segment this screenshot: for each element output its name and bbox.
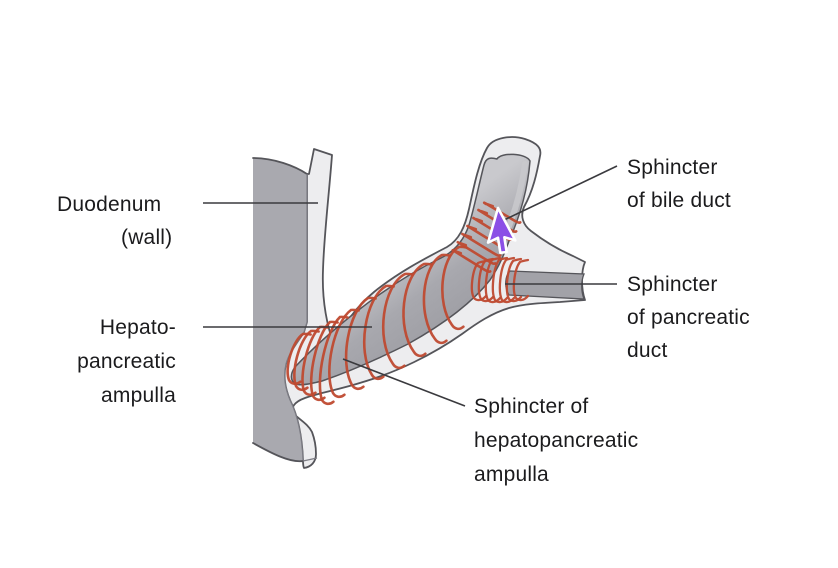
sphincter-ring [402, 262, 433, 358]
sphincter-ring [441, 245, 468, 331]
leader-line-hpa-sphincter [342, 358, 466, 407]
sphincter-ring [484, 256, 502, 304]
sphincter-ring [512, 258, 530, 302]
label-sphincter-bile-duct: Sphincter of bile duct [627, 156, 731, 212]
sphincter-ring [461, 232, 502, 258]
sphincter-ring [498, 256, 516, 304]
sphincter-ring [309, 320, 339, 402]
label-sphincter-hpa: Sphincter of hepatopancreatic ampulla [474, 395, 639, 486]
sphincter-ring [456, 240, 497, 266]
sphincter-ring [422, 253, 451, 345]
sphincter-ring [344, 296, 377, 391]
sphincter-ring [470, 259, 488, 302]
sphincter-rings-hepatopancreatic-ampulla [286, 245, 468, 406]
duodenum-inner-wall-edge [284, 174, 308, 461]
label-duodenum: Duodenum [57, 193, 162, 216]
sphincter-ring [328, 308, 360, 399]
sphincter-ring [381, 272, 414, 370]
duodenum-top-edge [252, 157, 308, 175]
sphincter-ring [286, 332, 312, 386]
sphincter-ring [318, 315, 349, 406]
mouse-cursor-icon [486, 206, 517, 255]
leader-line-bile-sphincter [501, 165, 618, 222]
duodenum-interior [253, 158, 307, 462]
sphincter-ring [491, 256, 509, 304]
sphincter-ring [293, 329, 320, 392]
sphincter-ring [505, 257, 523, 303]
sphincter-ring [483, 201, 522, 225]
wall-bottom-cut-edge [302, 457, 318, 462]
label-hepatopancreatic-ampulla: Hepato- pancreatic ampulla [77, 316, 176, 407]
label-sphincter-pancreatic-duct: Sphincter of pancreatic duct [627, 273, 750, 362]
sphincter-ring [477, 257, 495, 303]
sphincter-rings-pancreatic-duct [470, 256, 530, 304]
pancreatic-duct-lumen [505, 270, 585, 300]
duodenum-bottom-edge [252, 442, 304, 463]
sphincter-ring [477, 208, 518, 234]
sphincter-ring [362, 284, 395, 381]
label-duodenum-wall: (wall) [121, 226, 173, 249]
